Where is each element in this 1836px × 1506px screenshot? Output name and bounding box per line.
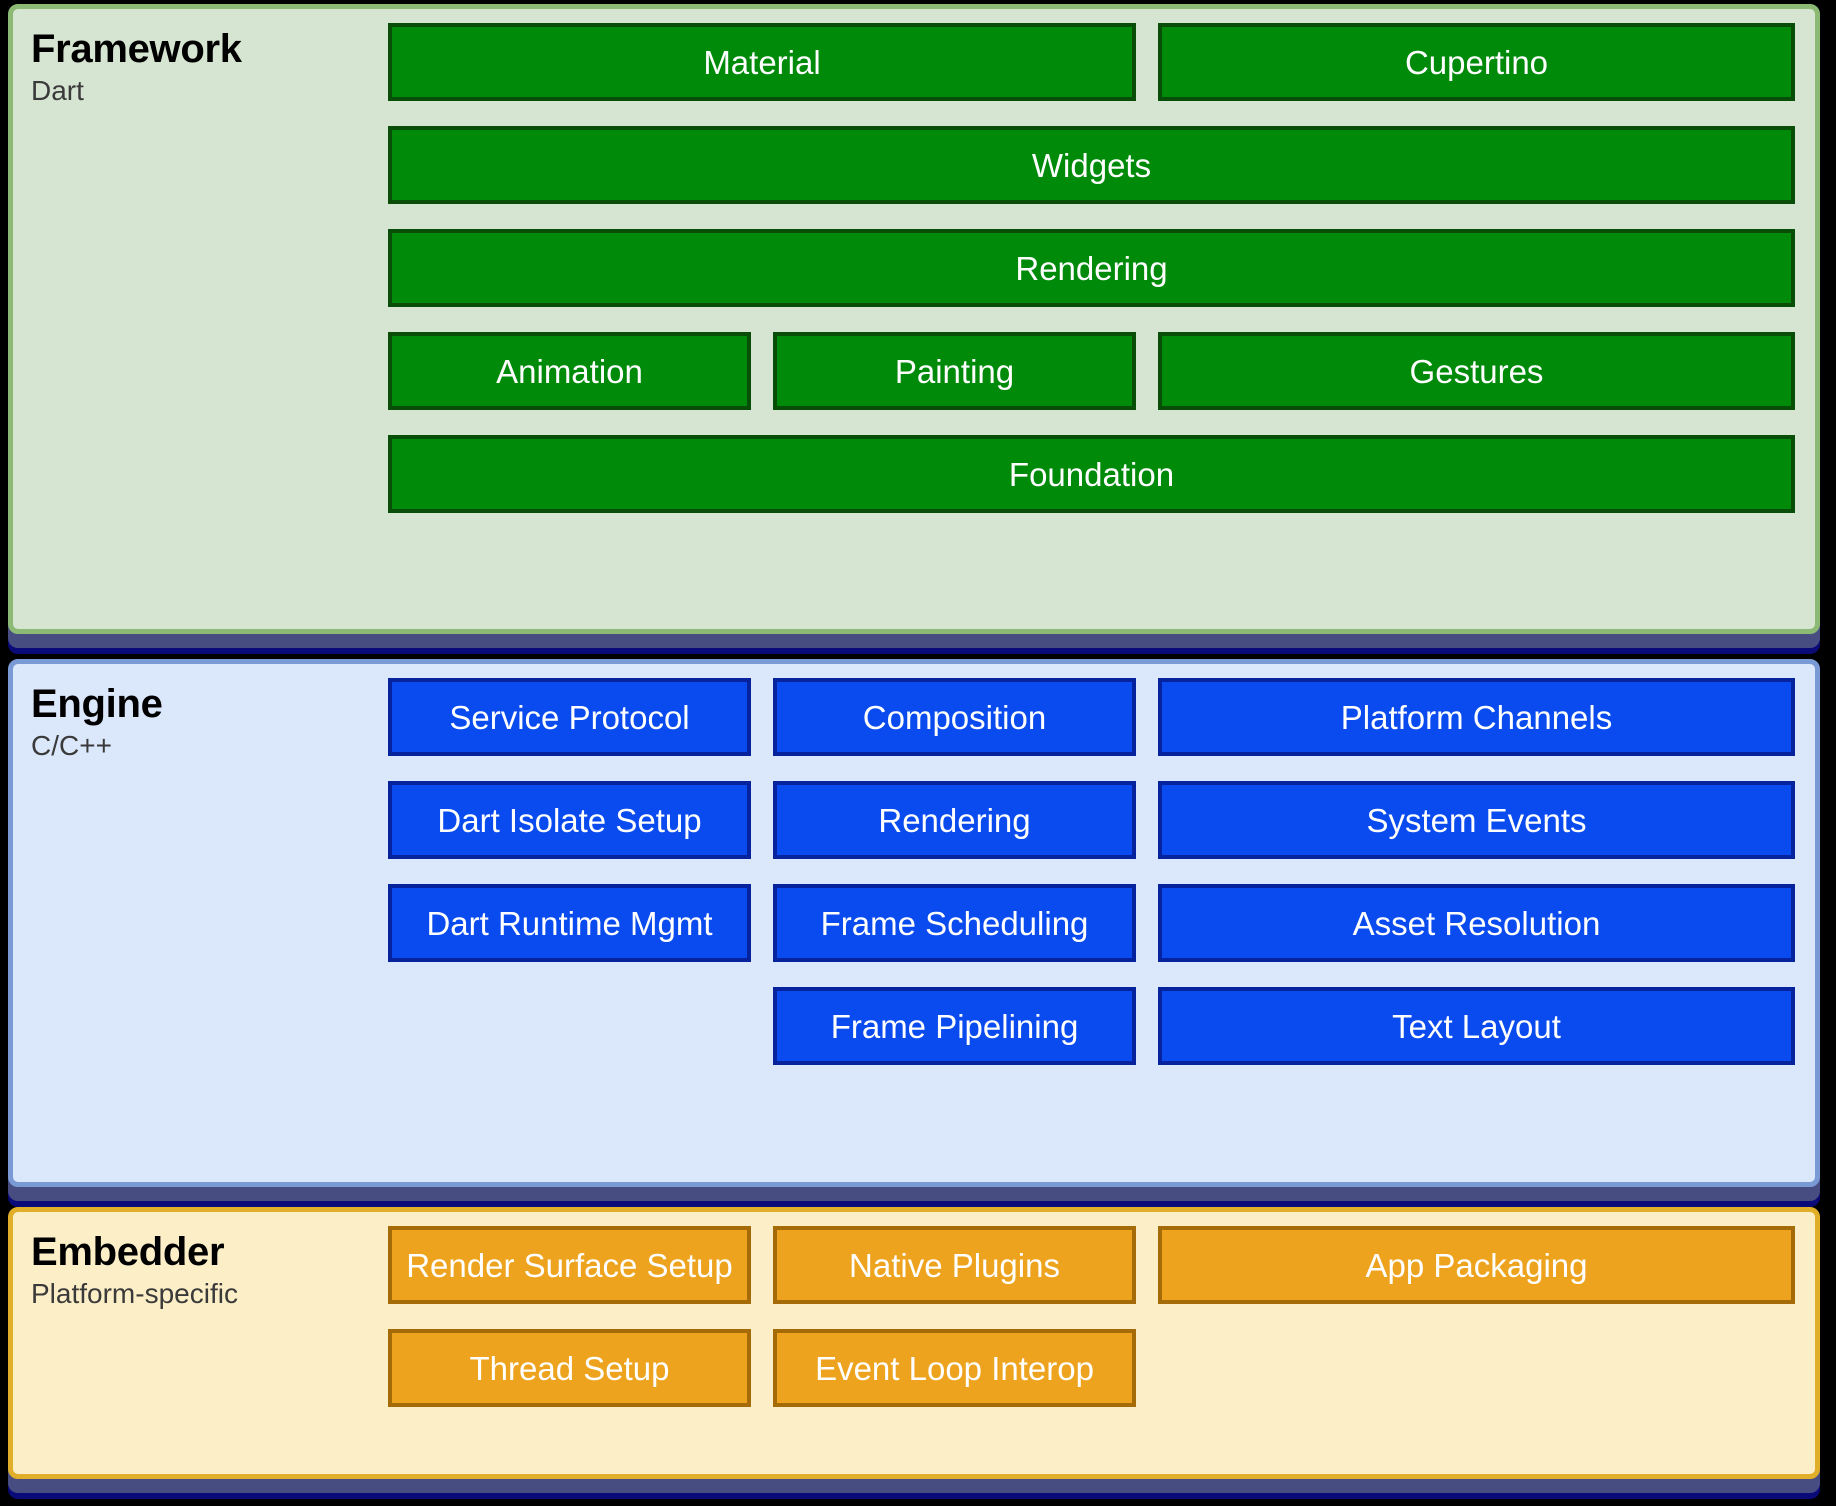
layer-engine-title: Engine (31, 682, 163, 726)
engine-box-text-layout[interactable]: Text Layout (1158, 987, 1795, 1065)
layer-framework: Framework Dart Material Cupertino Widget… (8, 4, 1820, 634)
framework-box-rendering[interactable]: Rendering (388, 229, 1795, 307)
layer-embedder-body: Render Surface Setup Native Plugins App … (388, 1212, 1815, 1421)
engine-box-rendering[interactable]: Rendering (773, 781, 1136, 859)
engine-box-dart-isolate-setup[interactable]: Dart Isolate Setup (388, 781, 751, 859)
engine-row-4: Frame Pipelining Text Layout (388, 987, 1795, 1065)
embedder-box-event-loop-interop[interactable]: Event Loop Interop (773, 1329, 1136, 1407)
engine-box-composition[interactable]: Composition (773, 678, 1136, 756)
embedder-box-thread-setup[interactable]: Thread Setup (388, 1329, 751, 1407)
engine-box-asset-resolution[interactable]: Asset Resolution (1158, 884, 1795, 962)
embedder-box-native-plugins[interactable]: Native Plugins (773, 1226, 1136, 1304)
framework-box-animation[interactable]: Animation (388, 332, 751, 410)
engine-row-2: Dart Isolate Setup Rendering System Even… (388, 781, 1795, 859)
framework-box-gestures[interactable]: Gestures (1158, 332, 1795, 410)
layer-framework-title: Framework (31, 27, 242, 71)
layer-engine-body: Service Protocol Composition Platform Ch… (388, 664, 1815, 1079)
framework-row-3: Rendering (388, 229, 1795, 307)
engine-row-4-spacer (388, 987, 751, 1065)
framework-row-1: Material Cupertino (388, 23, 1795, 101)
layer-framework-header: Framework Dart (13, 9, 388, 107)
engine-row-1: Service Protocol Composition Platform Ch… (388, 678, 1795, 756)
engine-box-system-events[interactable]: System Events (1158, 781, 1795, 859)
embedder-row-1: Render Surface Setup Native Plugins App … (388, 1226, 1795, 1304)
layer-embedder: Embedder Platform-specific Render Surfac… (8, 1207, 1820, 1479)
engine-box-frame-pipelining[interactable]: Frame Pipelining (773, 987, 1136, 1065)
layer-engine-header: Engine C/C++ (13, 664, 388, 762)
framework-box-material[interactable]: Material (388, 23, 1136, 101)
engine-box-frame-scheduling[interactable]: Frame Scheduling (773, 884, 1136, 962)
embedder-box-app-packaging[interactable]: App Packaging (1158, 1226, 1795, 1304)
layer-embedder-subtitle: Platform-specific (31, 1277, 238, 1309)
layer-engine-subtitle: C/C++ (31, 729, 112, 761)
framework-row-2: Widgets (388, 126, 1795, 204)
layer-framework-body: Material Cupertino Widgets Rendering Ani… (388, 9, 1815, 527)
engine-box-dart-runtime-mgmt[interactable]: Dart Runtime Mgmt (388, 884, 751, 962)
framework-row-5: Foundation (388, 435, 1795, 513)
layer-embedder-title: Embedder (31, 1230, 225, 1274)
framework-box-painting[interactable]: Painting (773, 332, 1136, 410)
layer-framework-subtitle: Dart (31, 74, 84, 106)
engine-box-service-protocol[interactable]: Service Protocol (388, 678, 751, 756)
layer-embedder-header: Embedder Platform-specific (13, 1212, 388, 1310)
framework-box-foundation[interactable]: Foundation (388, 435, 1795, 513)
framework-box-widgets[interactable]: Widgets (388, 126, 1795, 204)
engine-box-platform-channels[interactable]: Platform Channels (1158, 678, 1795, 756)
framework-row-4: Animation Painting Gestures (388, 332, 1795, 410)
embedder-box-render-surface-setup[interactable]: Render Surface Setup (388, 1226, 751, 1304)
embedder-row-2: Thread Setup Event Loop Interop (388, 1329, 1795, 1407)
framework-box-cupertino[interactable]: Cupertino (1158, 23, 1795, 101)
layer-engine: Engine C/C++ Service Protocol Compositio… (8, 659, 1820, 1187)
engine-row-3: Dart Runtime Mgmt Frame Scheduling Asset… (388, 884, 1795, 962)
